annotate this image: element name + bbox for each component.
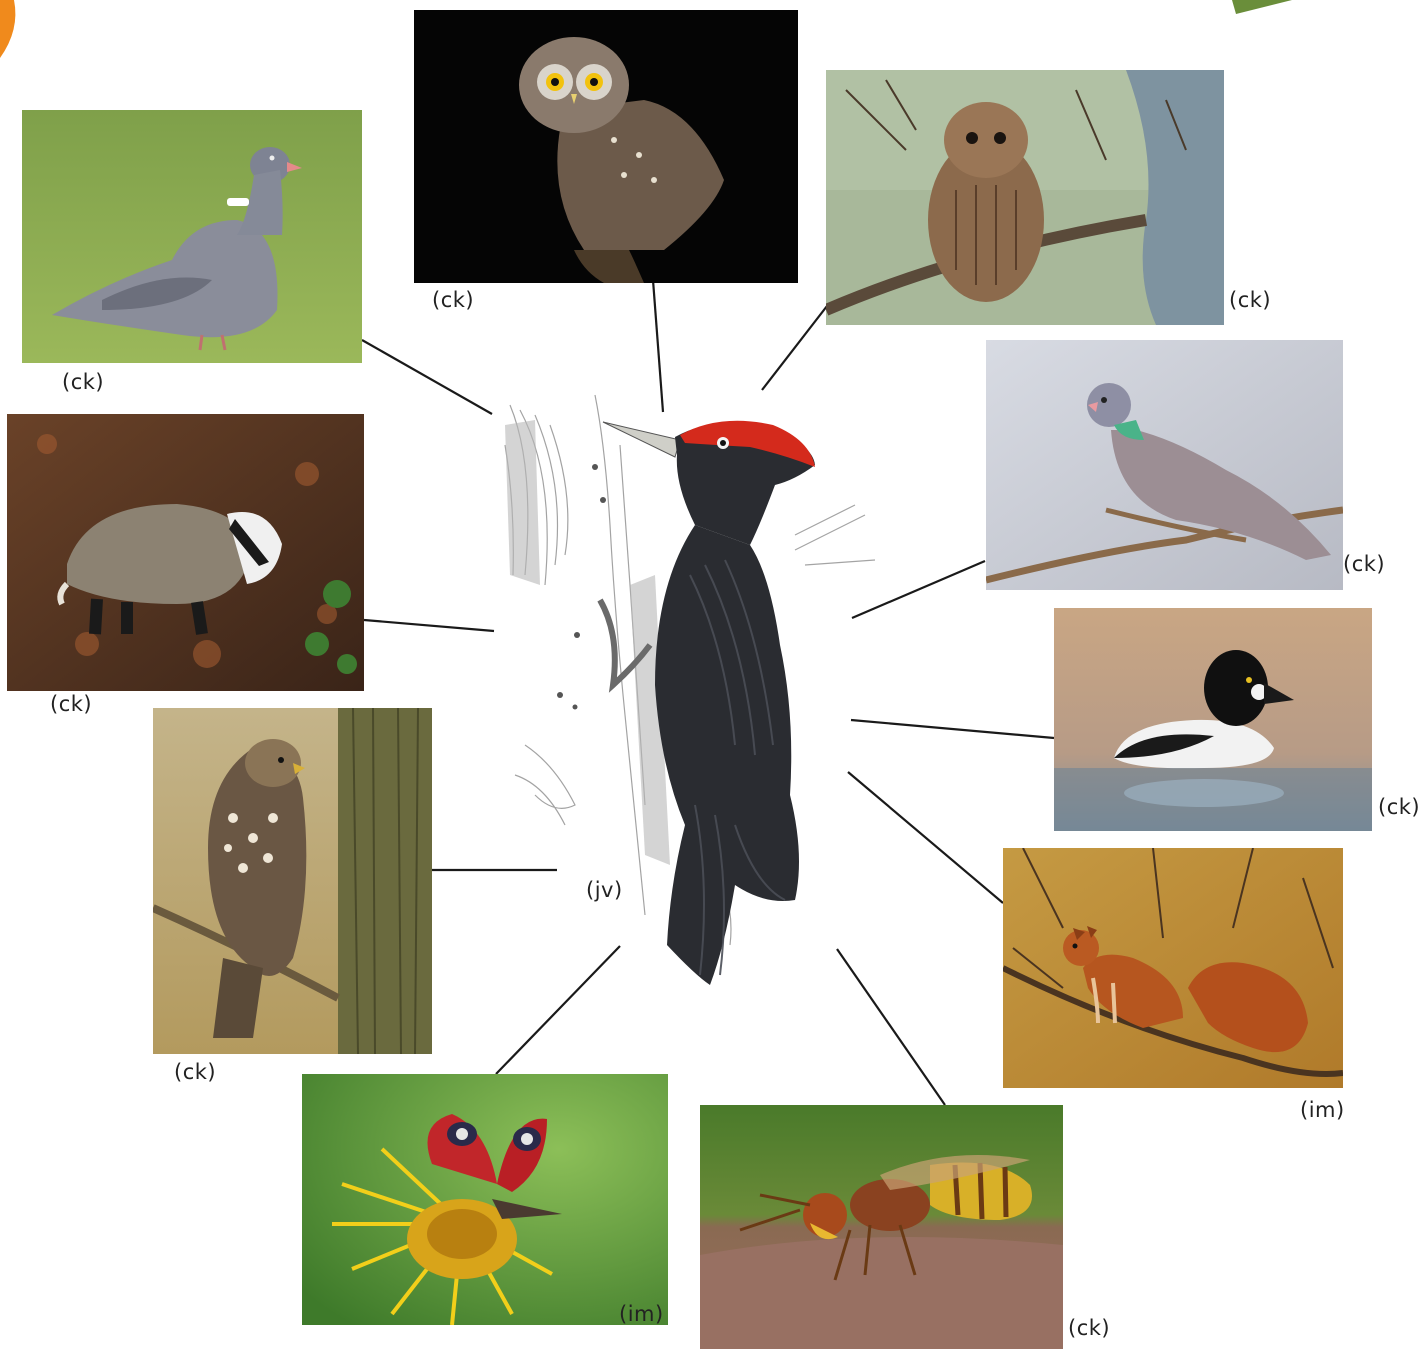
photo-badger — [7, 414, 364, 691]
credit-wood-pigeon: (ck) — [62, 370, 104, 394]
black-woodpecker-illustration — [495, 385, 885, 990]
credit-badger: (ck) — [50, 692, 92, 716]
credit-hornet: (ck) — [1068, 1316, 1110, 1340]
photo-buzzard — [153, 708, 432, 1054]
photo-peacock-butterfly — [302, 1074, 668, 1325]
photo-red-squirrel — [1003, 848, 1343, 1088]
photo-boreal-owl — [414, 10, 798, 283]
connector-wood-pigeon — [362, 340, 492, 414]
photo-stock-dove — [986, 340, 1343, 590]
credit-buzzard: (ck) — [174, 1060, 216, 1084]
credit-center: (jv) — [586, 878, 623, 902]
credit-peacock-butterfly: (im) — [619, 1302, 664, 1326]
credit-stock-dove: (ck) — [1343, 552, 1385, 576]
connector-badger — [364, 620, 494, 631]
credit-tawny-owl: (ck) — [1229, 288, 1271, 312]
credit-goldeneye: (ck) — [1378, 795, 1419, 819]
credit-boreal-owl: (ck) — [432, 288, 474, 312]
photo-hornet — [700, 1105, 1063, 1349]
photo-tawny-owl — [826, 70, 1224, 325]
photo-wood-pigeon — [22, 110, 362, 363]
photo-goldeneye — [1054, 608, 1372, 831]
credit-red-squirrel: (im) — [1300, 1098, 1345, 1122]
connector-tawny-owl — [762, 306, 827, 390]
